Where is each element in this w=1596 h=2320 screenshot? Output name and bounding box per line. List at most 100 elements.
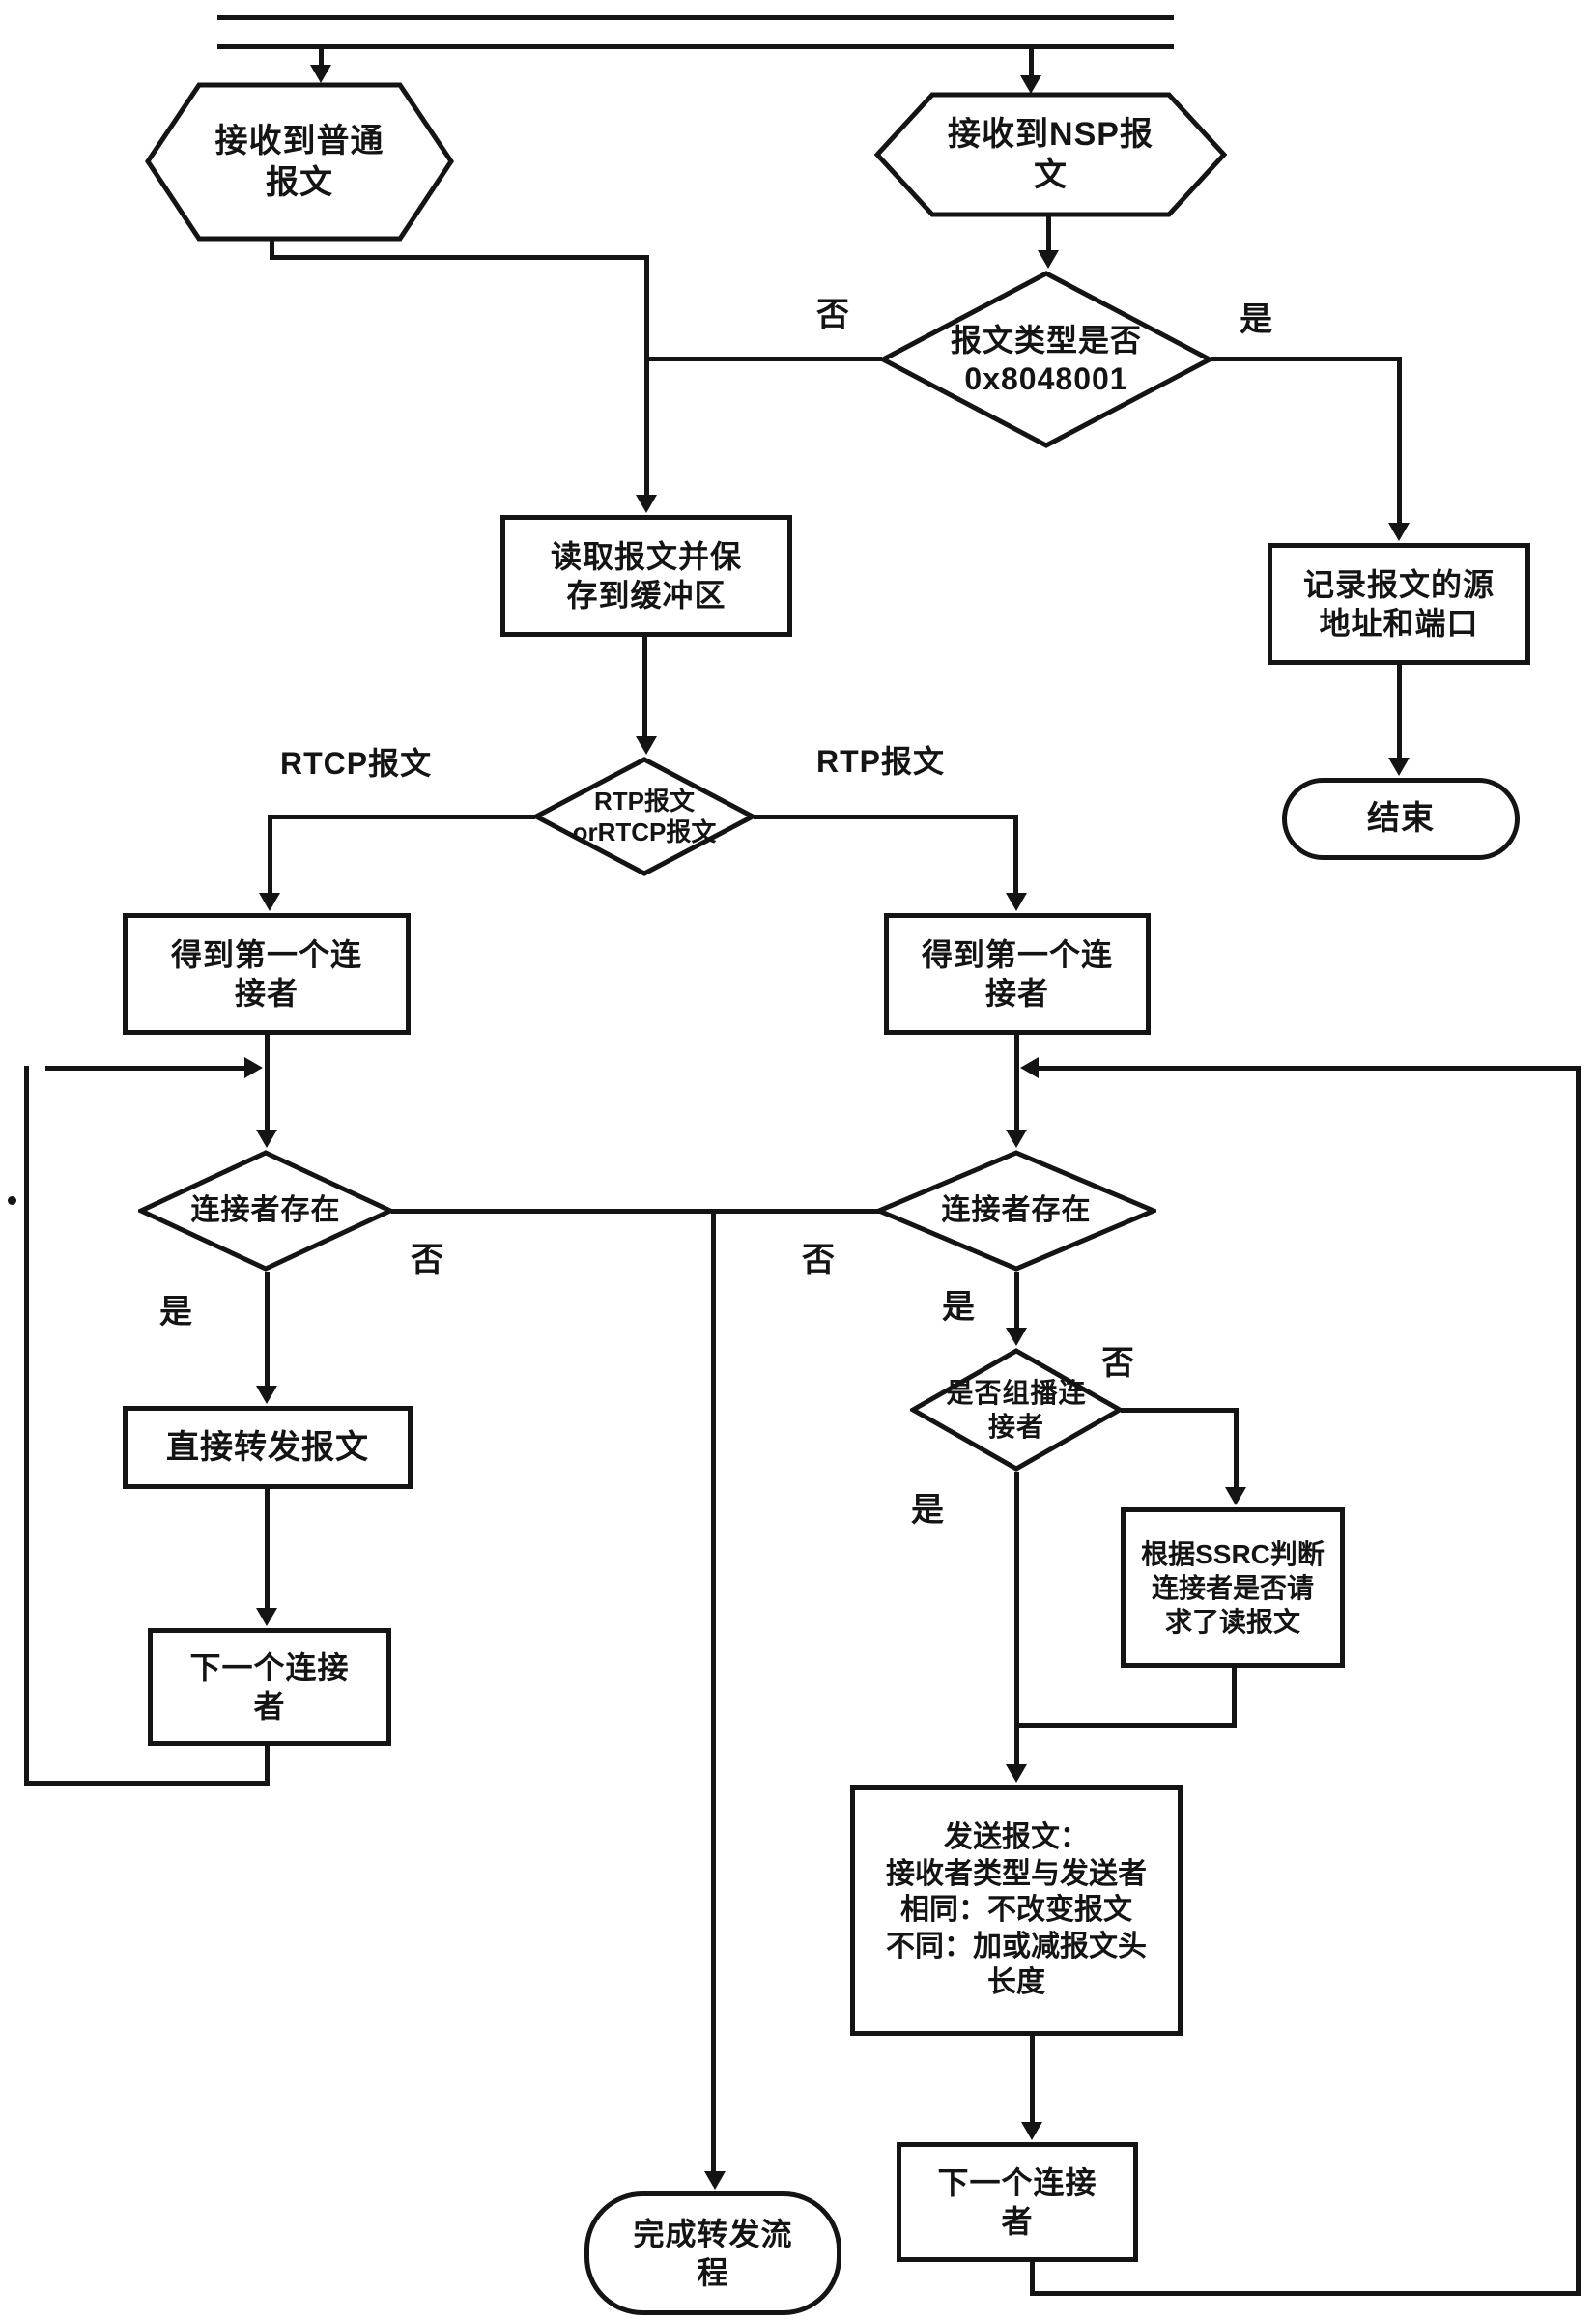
node-send-packet-label: 发送报文： 接收者类型与发送者 相同：不改变报文 不同：加或减报文头 长度 bbox=[886, 1821, 1147, 1999]
edge-segment bbox=[1234, 1408, 1239, 1490]
node-send-packet: 发送报文： 接收者类型与发送者 相同：不改变报文 不同：加或减报文头 长度 bbox=[850, 1785, 1183, 2036]
arrowhead-down bbox=[256, 1386, 277, 1404]
arrowhead-down bbox=[1225, 1487, 1246, 1505]
arrowhead-down bbox=[310, 65, 331, 83]
hexagon-shape bbox=[874, 92, 1227, 217]
edge-label-type-yes: 是 bbox=[1240, 301, 1273, 338]
terminal-finish: 完成转发流 程 bbox=[584, 2191, 841, 2315]
node-record-source-label: 记录报文的源 地址和端口 bbox=[1302, 567, 1495, 641]
node-read-buffer-label: 读取报文并保 存到缓冲区 bbox=[550, 539, 742, 613]
node-get-first-rtp-label: 得到第一个连 接者 bbox=[921, 937, 1113, 1011]
edge-segment bbox=[1397, 665, 1402, 759]
top-rail-line bbox=[217, 44, 1174, 49]
diamond-shape bbox=[880, 271, 1212, 448]
node-forward-direct: 直接转发报文 bbox=[123, 1406, 413, 1489]
decision-connector-exists-rtcp-label: 连接者存在 bbox=[190, 1194, 341, 1227]
edge-segment bbox=[1018, 1723, 1237, 1728]
edge-segment bbox=[268, 815, 272, 895]
edge-segment bbox=[1029, 49, 1034, 77]
edge-segment bbox=[270, 240, 274, 260]
decision-check-type-label: 报文类型是否 0x8048001 bbox=[950, 323, 1142, 396]
arrowhead-down bbox=[256, 1608, 277, 1626]
node-next-connector-rtp-label: 下一个连接 者 bbox=[937, 2165, 1097, 2239]
edge-segment bbox=[265, 1489, 270, 1611]
decision-rtp-or-rtcp-label: RTP报文 orRTCP报文 bbox=[572, 786, 717, 847]
loop-right-entry bbox=[1038, 1066, 1577, 1071]
edge-segment bbox=[1232, 1668, 1237, 1728]
decision-connector-exists-rtp-label: 连接者存在 bbox=[941, 1194, 1092, 1227]
loop-left-segment bbox=[24, 1066, 29, 1786]
arrowhead-down bbox=[1006, 1130, 1027, 1148]
edge-segment-multicast-no bbox=[1121, 1408, 1238, 1413]
arrowhead-down bbox=[636, 736, 657, 755]
edge-segment bbox=[1030, 2036, 1035, 2125]
decision-check-type: 报文类型是否 0x8048001 bbox=[880, 271, 1212, 448]
edge-label-exists-rtp-yes: 是 bbox=[942, 1289, 976, 1326]
hexagon-shape bbox=[145, 82, 454, 242]
edge-label-exists-rtcp-yes: 是 bbox=[159, 1294, 193, 1331]
arrowhead-down bbox=[1006, 1764, 1027, 1783]
edge-segment bbox=[265, 1272, 270, 1389]
top-rail-line bbox=[217, 15, 1174, 20]
edge-label-exists-rtp-no: 否 bbox=[802, 1242, 836, 1278]
node-next-connector-rtp: 下一个连接 者 bbox=[897, 2142, 1138, 2262]
decision-is-multicast-label: 是否组播连 接者 bbox=[946, 1378, 1087, 1442]
edge-label-type-no: 否 bbox=[816, 297, 850, 333]
arrowhead-down bbox=[256, 1130, 277, 1148]
arrowhead-down bbox=[1020, 75, 1041, 94]
arrowhead-down bbox=[259, 893, 280, 911]
arrowhead-down bbox=[704, 2171, 726, 2190]
edge-segment-no-merge bbox=[391, 1209, 884, 1214]
edge-segment bbox=[265, 1035, 270, 1131]
edge-segment bbox=[642, 637, 647, 738]
terminal-end-label: 结束 bbox=[1367, 800, 1435, 838]
node-record-source: 记录报文的源 地址和端口 bbox=[1268, 543, 1530, 665]
edge-label-multicast-no: 否 bbox=[1101, 1345, 1135, 1382]
loop-right-segment bbox=[1576, 1066, 1581, 2296]
loop-left-segment bbox=[265, 1746, 270, 1786]
decision-connector-exists-rtp: 连接者存在 bbox=[876, 1150, 1156, 1272]
edge-segment-type-no bbox=[648, 357, 882, 361]
decision-connector-exists-rtcp: 连接者存在 bbox=[138, 1150, 393, 1272]
node-read-buffer: 读取报文并保 存到缓冲区 bbox=[500, 515, 792, 637]
node-ssrc-check-label: 根据SSRC判断 连接者是否请 求了读报文 bbox=[1141, 1538, 1325, 1637]
arrowhead-down bbox=[1038, 250, 1059, 269]
node-receive-nsp-label: 接收到NSP报 文 bbox=[948, 115, 1154, 194]
edge-segment bbox=[1046, 215, 1051, 252]
diamond-shape bbox=[138, 1150, 393, 1272]
edge-label-rtcp: RTCP报文 bbox=[280, 746, 433, 781]
arrowhead-down bbox=[1388, 758, 1410, 776]
edge-label-multicast-yes: 是 bbox=[911, 1492, 945, 1529]
node-receive-normal: 接收到普通 报文 bbox=[145, 82, 454, 242]
arrowhead-down bbox=[1021, 2122, 1042, 2140]
node-get-first-rtp: 得到第一个连 接者 bbox=[884, 913, 1151, 1035]
terminal-finish-label: 完成转发流 程 bbox=[633, 2217, 793, 2290]
edge-segment-to-finish bbox=[711, 1209, 716, 2175]
arrowhead-down bbox=[1388, 523, 1410, 541]
arrowhead-right bbox=[244, 1057, 263, 1078]
edge-segment bbox=[270, 255, 648, 260]
node-receive-nsp: 接收到NSP报 文 bbox=[874, 92, 1227, 217]
edge-segment-type-yes bbox=[1211, 357, 1402, 361]
diamond-shape bbox=[876, 1150, 1156, 1272]
edge-segment bbox=[1013, 815, 1018, 895]
edge-label-exists-rtcp-no: 否 bbox=[411, 1242, 444, 1278]
decision-rtp-or-rtcp: RTP报文 orRTCP报文 bbox=[533, 757, 755, 876]
loop-left-entry bbox=[45, 1066, 244, 1071]
node-ssrc-check: 根据SSRC判断 连接者是否请 求了读报文 bbox=[1121, 1507, 1345, 1668]
edge-segment bbox=[1014, 1035, 1019, 1131]
node-forward-direct-label: 直接转发报文 bbox=[166, 1428, 369, 1466]
edge-segment bbox=[1014, 1472, 1019, 1769]
edge-segment-rtcp bbox=[270, 815, 535, 819]
node-receive-normal-label: 接收到普通 报文 bbox=[214, 123, 385, 201]
decision-is-multicast: 是否组播连 接者 bbox=[910, 1348, 1123, 1472]
loop-right-segment bbox=[1030, 2291, 1581, 2296]
edge-segment-rtp bbox=[754, 815, 1018, 819]
edge-segment bbox=[1014, 1272, 1019, 1332]
node-get-first-rtcp: 得到第一个连 接者 bbox=[123, 913, 411, 1035]
stray-dot bbox=[8, 1196, 16, 1205]
edge-segment bbox=[644, 255, 649, 499]
arrowhead-down bbox=[1006, 1328, 1027, 1346]
edge-segment bbox=[319, 49, 324, 67]
